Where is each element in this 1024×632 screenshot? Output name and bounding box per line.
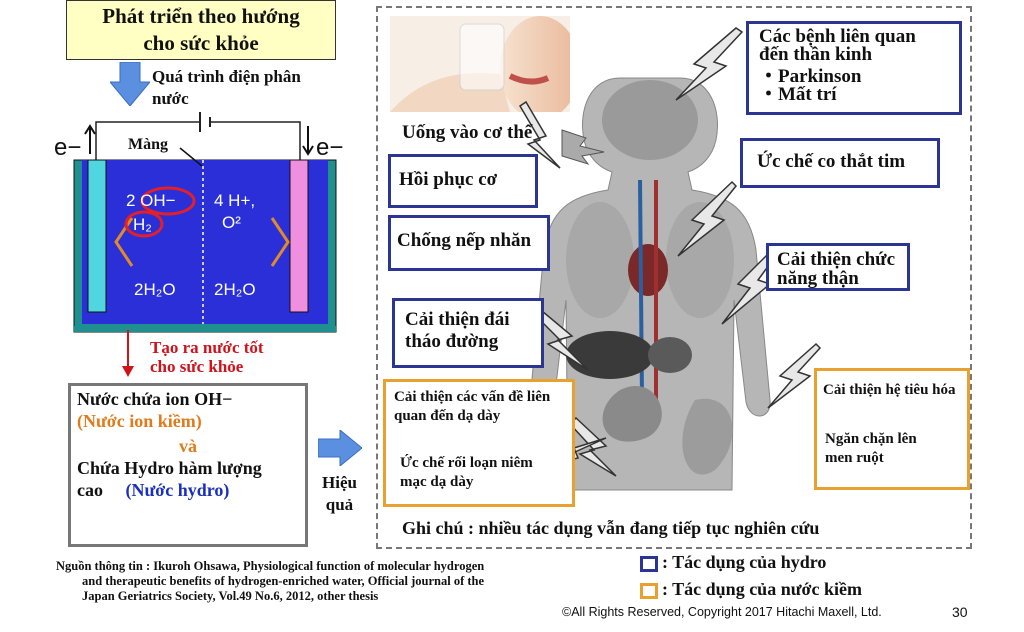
diabetes-box: Cải thiện đái tháo đường (392, 298, 544, 368)
output-label: Tạo ra nước tốt cho sức khỏe (150, 338, 264, 376)
lightning-bolt-icon (675, 27, 744, 101)
effects-frame (376, 6, 972, 549)
copyright-text: ©All Rights Reserved, Copyright 2017 Hit… (562, 605, 882, 619)
title-box: Phát triển theo hướng cho sức khỏe (66, 0, 336, 60)
title-line1: Phát triển theo hướng (102, 4, 300, 28)
left-water-label: 2H₂O (134, 280, 176, 299)
result-line4: Chứa Hydro hàm lượng (77, 458, 262, 478)
legend-alkaline-swatch (640, 583, 658, 599)
lightning-bolt-icon (677, 180, 738, 257)
lightning-bolts (518, 27, 822, 477)
legend-hydrogen-label: : Tác dụng của hydro (662, 552, 827, 572)
effect-label: Hiệu quả (322, 473, 357, 514)
electrolysis-diagram (73, 112, 337, 333)
lightning-bolt-icon (518, 100, 561, 169)
electrolysis-label: Quá trình điện phân nước (152, 67, 301, 108)
left-ion-label: 2 OH− (126, 191, 176, 210)
muscle-box: Hồi phục cơ (388, 154, 538, 208)
lightning-bolt-icon (767, 342, 822, 409)
up-arrow-icon (84, 124, 96, 154)
down-arrow-icon (110, 62, 150, 106)
drink-label: Uống vào cơ thể (402, 122, 533, 143)
result-line3: và (179, 436, 197, 456)
source-citation: Nguồn thông tin : Ikuroh Ohsawa, Physiol… (56, 559, 485, 603)
result-line2: (Nước ion kiềm) (77, 411, 202, 431)
right-water-label: 2H₂O (214, 280, 256, 299)
digestion-box: Cải thiện hệ tiêu hóa Ngăn chặn lên men … (814, 368, 970, 490)
result-line1: Nước chứa ion OH− (77, 389, 233, 409)
result-box: Nước chứa ion OH− (Nước ion kiềm) và Chứ… (68, 383, 308, 547)
left-gas-label: H₂ (133, 215, 152, 234)
right-gas-label: O² (222, 213, 241, 232)
page-number: 30 (952, 604, 968, 620)
neuro-box: Các bệnh liên quan đến thần kinh ・Parkin… (746, 21, 962, 115)
membrane-label: Màng (128, 136, 168, 153)
human-body-illustration (529, 77, 771, 491)
right-arrow-icon (318, 430, 362, 466)
result-line5: cao (Nước hydro) (77, 480, 230, 500)
wrinkle-box: Chống nếp nhăn (388, 215, 550, 271)
stomach-box: Cải thiện các vấn đề liên quan đến dạ dà… (383, 379, 575, 507)
note-text: Ghi chú : nhiều tác dụng vẫn đang tiếp t… (402, 518, 820, 538)
title-line2: cho sức khỏe (143, 31, 259, 55)
heart-box: Ức chế co thắt tim (740, 138, 940, 188)
output-arrow-icon (122, 330, 134, 377)
legend-alkaline-label: : Tác dụng của nước kiềm (662, 579, 862, 599)
kidney-box: Cải thiện chức năng thận (766, 243, 910, 291)
drinking-photo (390, 16, 570, 112)
down-small-arrow-icon (302, 126, 314, 156)
right-ion-label: 4 H+, (214, 191, 256, 210)
legend-hydrogen-swatch (640, 556, 658, 572)
electron-left-label: e− (54, 134, 82, 161)
electron-right-label: e− (316, 134, 344, 161)
